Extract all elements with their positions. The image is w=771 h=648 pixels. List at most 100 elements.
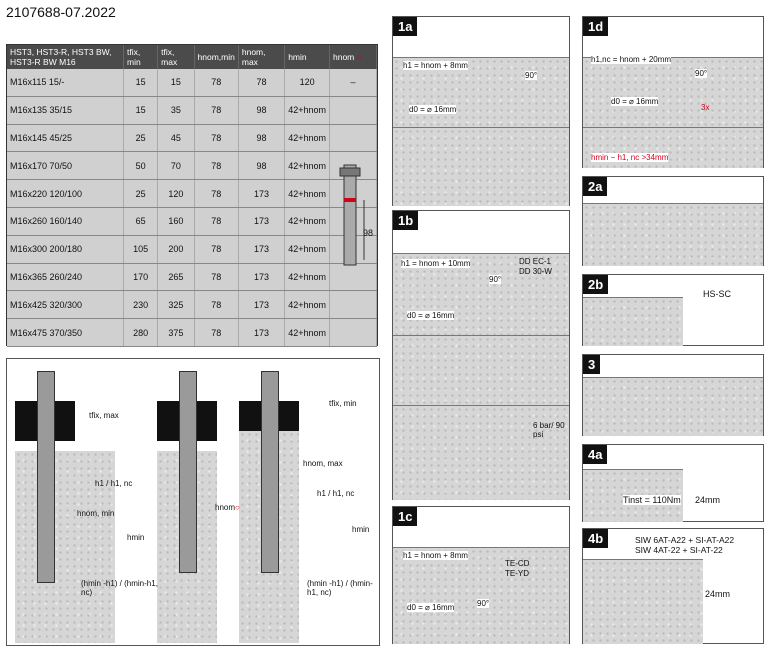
cell-hnom — [329, 96, 377, 125]
cell-tfix-min: 105 — [123, 235, 159, 264]
cell-product: M16x145 45/25 — [7, 124, 124, 153]
cell-tfix-max: 45 — [157, 124, 195, 153]
cell-hnom-min: 78 — [194, 318, 239, 347]
cell-tfix-min: 230 — [123, 290, 159, 320]
step-1a-d0: d0 = ⌀ 16mm — [409, 105, 457, 114]
step-1d-h1: h1,nc = hnom + 20mm — [591, 55, 672, 64]
cell-hmin: 120 — [284, 69, 330, 97]
bolt-dimension: 98 — [363, 228, 374, 238]
cell-hnom-max: 98 — [238, 96, 286, 125]
cell-tfix-min: 25 — [123, 124, 159, 153]
anchor-1 — [37, 371, 55, 583]
step-1b-angle: 90° — [489, 275, 502, 284]
step-2b: 2b HS-SC — [582, 274, 764, 346]
col-hnom-max: hnom, max — [238, 45, 286, 69]
label-bottom-left: (hmin -h1) / (hmin-h1, nc) — [81, 579, 158, 597]
cell-hnom-max: 78 — [238, 69, 286, 97]
step-1b-tool2: DD 30-W — [519, 267, 552, 276]
cell-tfix-min: 280 — [123, 318, 159, 347]
label-bottom-right: (hmin -h1) / (hmin-h1, nc) — [307, 579, 373, 597]
step-1a-angle: 90° — [525, 71, 538, 80]
label-hnom-circle: hnom○ — [215, 503, 240, 512]
cell-hnom-max: 173 — [238, 318, 286, 347]
anchor-2 — [179, 371, 197, 573]
cell-product: M16x220 120/100 — [7, 179, 124, 208]
cell-hnom-min: 78 — [194, 207, 239, 236]
cell-hmin: 42+hnom — [284, 124, 330, 153]
step-4b-tool1: SIW 6AT-A22 + SI-AT-A22 — [635, 535, 735, 545]
step-1b: 1b h1 = hnom + 10mm 90° DD EC-1 DD 30-W … — [392, 210, 570, 500]
cell-hnom: – — [329, 69, 377, 97]
cell-tfix-max: 160 — [157, 207, 195, 236]
cell-hnom-min: 78 — [194, 290, 239, 320]
cell-hnom — [329, 290, 377, 320]
cell-product: M16x300 200/180 — [7, 235, 124, 264]
section-diagram: tfix, max hnom, min h1 / h1, nc hmin hno… — [6, 358, 380, 646]
step-2a: 2a — [582, 176, 764, 266]
cell-hmin: 42+hnom — [284, 235, 330, 264]
cell-hnom-min: 78 — [194, 69, 239, 97]
step-1b-tool1: DD EC-1 — [519, 257, 552, 266]
step-1d: 1d h1,nc = hnom + 20mm 90° d0 = ⌀ 16mm 3… — [582, 16, 764, 168]
label-h1-nc-2: h1 / h1, nc — [317, 489, 355, 498]
label-hmin: hmin — [127, 533, 145, 542]
step-1c-angle: 90° — [477, 599, 490, 608]
cell-tfix-min: 15 — [123, 69, 159, 97]
step-3-label: 3 — [583, 355, 601, 374]
cell-hnom-min: 78 — [194, 263, 239, 292]
step-1b-h1: h1 = hnom + 10mm — [401, 259, 471, 268]
label-hmin-2: hmin — [352, 525, 370, 534]
cell-hmin: 42+hnom — [284, 263, 330, 292]
step-1a-clean-view — [393, 127, 569, 206]
step-1c-d0: d0 = ⌀ 16mm — [407, 603, 455, 612]
cell-hnom-max: 173 — [238, 290, 286, 320]
cell-tfix-min: 65 — [123, 207, 159, 236]
step-1a: 1a h1 = hnom + 8mm 90° d0 = ⌀ 16mm — [392, 16, 570, 206]
step-4a-wrench: 24mm — [695, 495, 721, 505]
step-3-view — [583, 377, 763, 436]
cell-product: M16x425 320/300 — [7, 290, 124, 320]
cell-hnom-min: 78 — [194, 124, 239, 153]
step-1b-flush-view — [393, 335, 569, 406]
col-hmin: hmin — [284, 45, 330, 69]
step-1b-d0: d0 = ⌀ 16mm — [407, 311, 455, 320]
step-4b-label: 4b — [583, 529, 609, 548]
cell-tfix-max: 200 — [157, 235, 195, 264]
cell-tfix-max: 35 — [157, 96, 195, 125]
step-1a-h1: h1 = hnom + 8mm — [403, 61, 468, 70]
step-1c-label: 1c — [393, 507, 418, 526]
cell-tfix-min: 170 — [123, 263, 159, 292]
cell-hnom — [329, 263, 377, 292]
concrete-1 — [15, 451, 115, 643]
col-hnom: hnom ○ — [329, 45, 377, 69]
cell-product: M16x365 260/240 — [7, 263, 124, 292]
cell-hnom-max: 98 — [238, 151, 286, 181]
cell-hnom-max: 173 — [238, 179, 286, 208]
col-hnom-min: hnom,min — [194, 45, 239, 69]
step-1a-label: 1a — [393, 17, 418, 36]
step-4b-tool2: SIW 4AT-22 + SI-AT-22 — [635, 545, 723, 555]
label-tfix-max: tfix, max — [89, 411, 119, 420]
step-1b-pressure: 6 bar/ 90 psi — [533, 421, 565, 439]
cell-hmin: 42+hnom — [284, 96, 330, 125]
cell-product: M16x475 370/350 — [7, 318, 124, 347]
cell-hmin: 42+hnom — [284, 290, 330, 320]
cell-hnom-max: 98 — [238, 124, 286, 153]
step-2a-view — [583, 203, 763, 266]
cell-hmin: 42+hnom — [284, 207, 330, 236]
cell-tfix-max: 70 — [157, 151, 195, 181]
step-1c-tool1: TE-CD — [505, 559, 530, 568]
cell-hnom-max: 173 — [238, 207, 286, 236]
step-4b-wrench: 24mm — [705, 589, 731, 599]
col-product: HST3, HST3-R, HST3 BW, HST3-R BW M16 — [7, 45, 124, 69]
label-h1-nc: h1 / h1, nc — [95, 479, 133, 488]
